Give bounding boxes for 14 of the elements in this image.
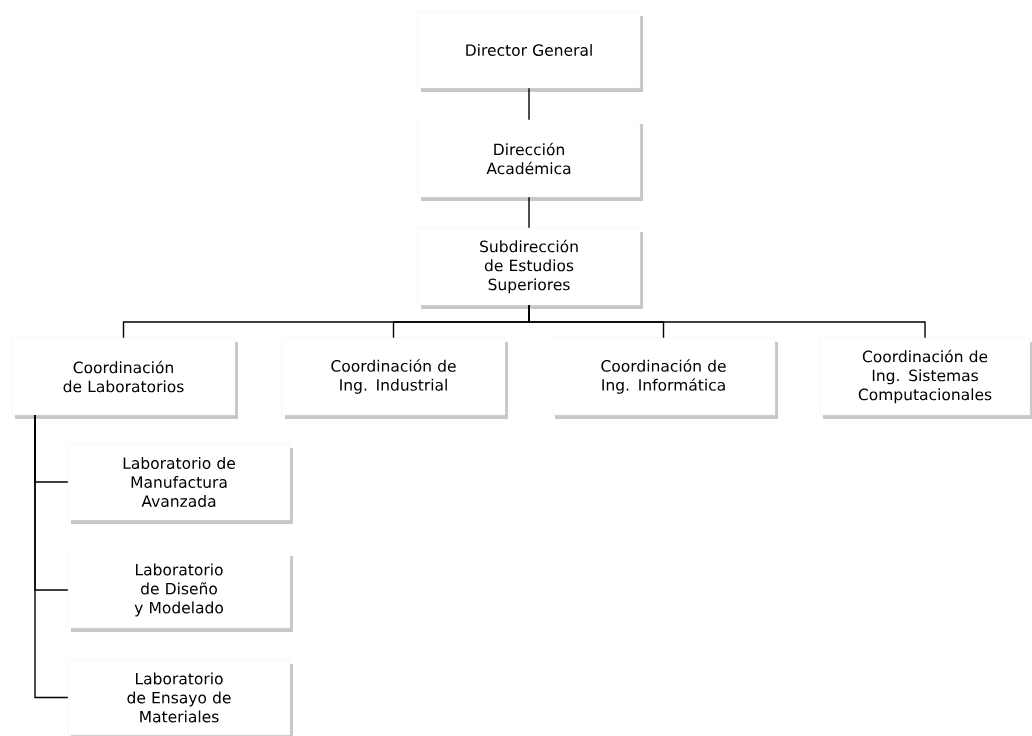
org-box: Director General	[417, 11, 643, 92]
org-box: Coordinación de Laboratorios	[11, 337, 238, 419]
org-box: Laboratorio de Diseño y Modelado	[67, 551, 293, 632]
org-box: Coordinación de Ing. Industrial	[281, 337, 508, 419]
connector-line	[34, 414, 69, 699]
org-box: Laboratorio de Manufactura Avanzada	[67, 443, 293, 524]
org-box: Dirección Académica	[417, 119, 643, 201]
connector-line	[528, 304, 926, 339]
org-box: Subdirección de Estudios Superiores	[417, 227, 643, 309]
org-box: Laboratorio de Ensayo de Materiales	[67, 659, 293, 736]
connector-line	[528, 87, 530, 121]
org-box: Coordinación de Ing. Informática	[551, 337, 778, 419]
org-box: Coordinación de Ing. Sistemas Computacionales	[819, 337, 1032, 419]
connector-line	[528, 196, 530, 229]
